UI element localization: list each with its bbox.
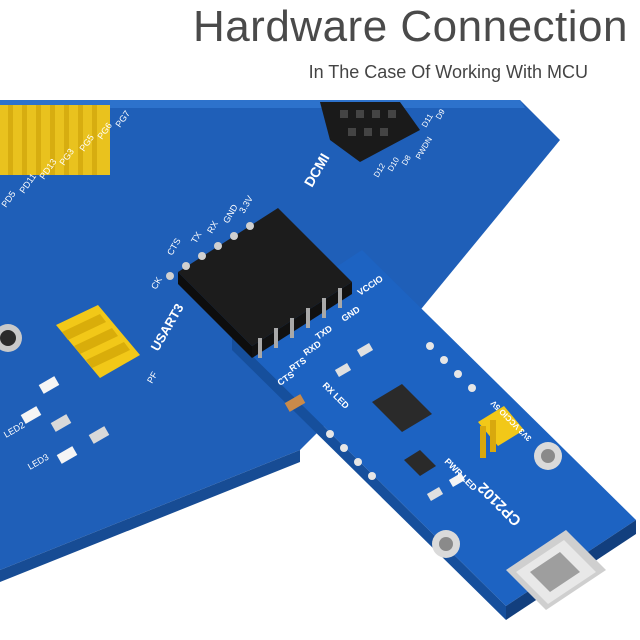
module-jumper [478,406,524,446]
yellow-pin-header [0,105,110,175]
page-subtitle: In The Case Of Working With MCU [308,62,588,82]
pin-label-left: TX [189,230,203,245]
page-title: Hardware Connection [192,2,628,51]
cp2102-chip [372,384,432,432]
led-row [20,376,110,464]
mcu-jumper [56,305,140,378]
dcmi-header [320,102,420,162]
usart-connector [166,208,352,358]
usb-c-connector [506,530,606,610]
hardware-photo: PG7 PG6 PG5 PG3 PD13 PD11 PD5 DCMI [0,100,640,640]
cp2102-module [232,250,636,620]
header: Hardware Connection In The Case Of Worki… [0,0,640,100]
board-illustration: PG7 PG6 PG5 PG3 PD13 PD11 PD5 DCMI [0,100,640,640]
